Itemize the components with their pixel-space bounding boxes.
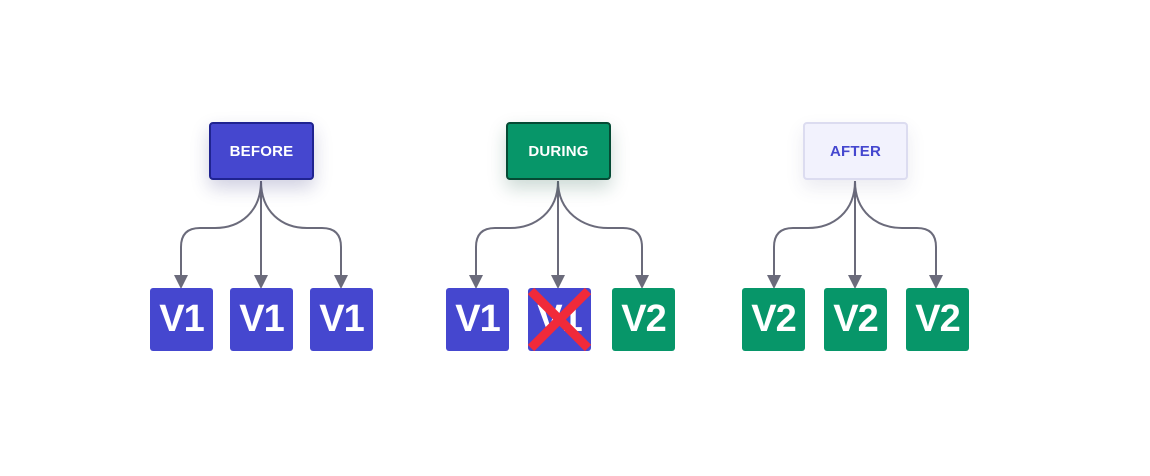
before-version-3: V1	[310, 288, 373, 351]
during-connectors	[469, 180, 649, 289]
removed-cross-icon	[528, 288, 591, 351]
before-version-2: V1	[230, 288, 293, 351]
after-version-3: V2	[906, 288, 969, 351]
during-version-2-removed: V1	[528, 288, 591, 351]
before-version-1: V1	[150, 288, 213, 351]
version-label: V1	[239, 298, 284, 340]
arrow-before-3	[260, 180, 348, 289]
version-label: V1	[319, 298, 364, 340]
after-version-1: V2	[742, 288, 805, 351]
before-connectors	[174, 180, 348, 289]
version-label: V1	[159, 298, 204, 340]
version-label: V1	[455, 298, 500, 340]
stage-after-box: AFTER	[803, 122, 908, 180]
arrow-during-3	[557, 180, 649, 289]
version-label: V2	[621, 298, 666, 340]
during-version-3: V2	[612, 288, 675, 351]
arrow-before-1	[174, 180, 262, 289]
version-label: V2	[915, 298, 960, 340]
version-label: V2	[751, 298, 796, 340]
arrow-after-1	[767, 180, 856, 289]
arrow-after-3	[854, 180, 943, 289]
arrow-during-1	[469, 180, 559, 289]
during-version-1: V1	[446, 288, 509, 351]
stage-during-box: DURING	[506, 122, 611, 180]
after-version-2: V2	[824, 288, 887, 351]
after-connectors	[767, 180, 943, 289]
stage-before-box: BEFORE	[209, 122, 314, 180]
version-label: V2	[833, 298, 878, 340]
